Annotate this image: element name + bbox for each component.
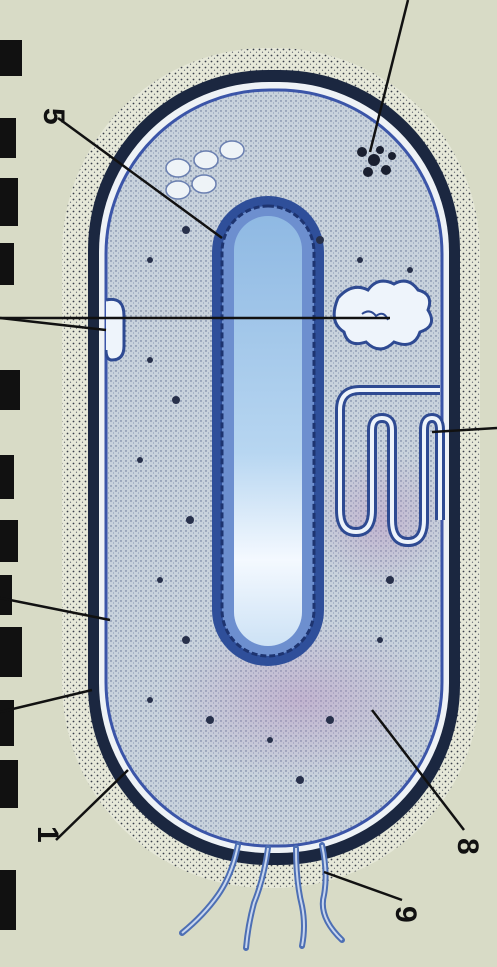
label-9: 9 (389, 906, 422, 923)
mesosome (334, 281, 431, 349)
label-1: 1 (31, 826, 64, 843)
label-8: 8 (451, 838, 484, 855)
left-membrane-fold (106, 299, 124, 360)
central-vacuole (234, 216, 302, 646)
label-5: 5 (37, 108, 70, 125)
leader-line-9 (324, 872, 402, 900)
left-edge-text-fragments (0, 40, 22, 930)
